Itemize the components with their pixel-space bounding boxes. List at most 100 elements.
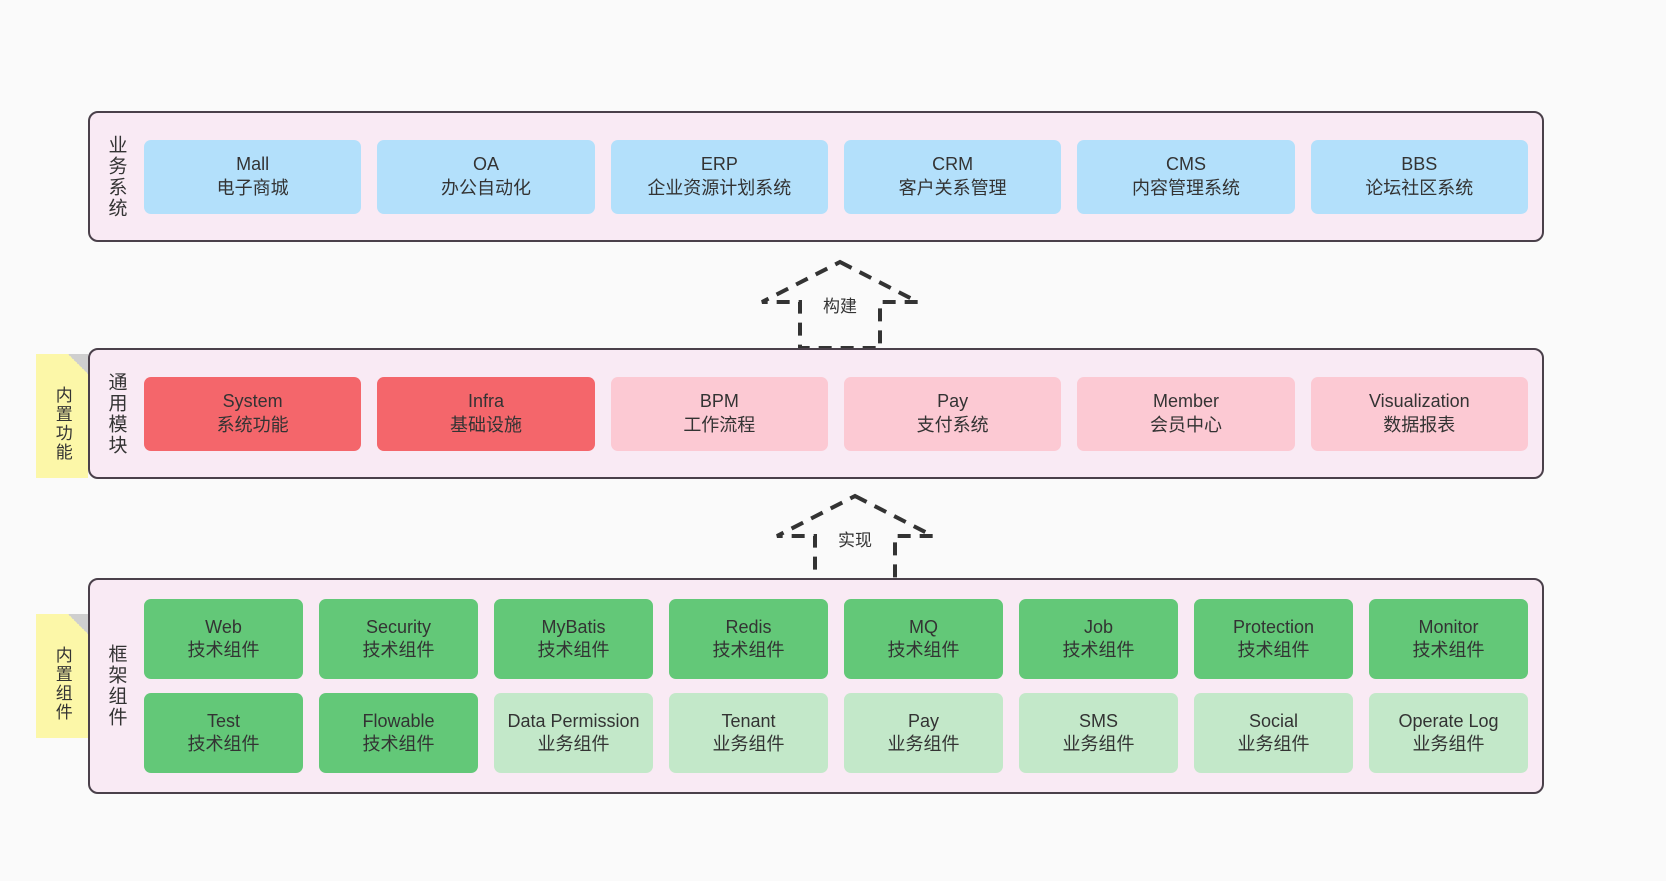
card-title-en: Operate Log [1398, 710, 1499, 731]
card-title-cn: 数据报表 [1383, 414, 1456, 435]
card-protection[interactable]: Protection 技术组件 [1194, 599, 1353, 679]
dashed-hollow-arrow-up-icon [761, 259, 919, 348]
card-pay-business[interactable]: Pay 业务组件 [844, 693, 1003, 773]
card-title-cn: 技术组件 [1062, 640, 1135, 660]
layer-title-common-module: 通用模块 [105, 371, 127, 456]
card-title-cn: 业务组件 [537, 734, 610, 754]
card-title-cn: 技术组件 [187, 640, 260, 660]
card-title-en: ERP [700, 154, 738, 175]
card-erp[interactable]: ERP 企业资源计划系统 [610, 139, 828, 214]
card-visualization[interactable]: Visualization 数据报表 [1310, 376, 1528, 451]
card-cms[interactable]: CMS 内容管理系统 [1077, 139, 1295, 214]
card-title-cn: 业务组件 [1412, 734, 1485, 754]
card-title-cn: 业务组件 [712, 734, 785, 754]
card-title-en: Protection [1232, 616, 1315, 637]
card-mq[interactable]: MQ 技术组件 [844, 599, 1003, 679]
card-title-en: Redis [725, 616, 772, 637]
sticky-note-label: 内置组件 [52, 646, 72, 722]
card-title-en: Social [1248, 710, 1299, 731]
card-title-en: Job [1083, 616, 1114, 637]
card-redis[interactable]: Redis 技术组件 [669, 599, 828, 679]
connector-realize: 实现 [770, 490, 940, 582]
connector-build: 构建 [755, 256, 925, 348]
card-mybatis[interactable]: MyBatis 技术组件 [494, 599, 653, 679]
card-title-en: Pay [907, 710, 940, 731]
card-mall[interactable]: Mall 电子商城 [144, 139, 362, 214]
card-title-en: Security [365, 616, 432, 637]
layer-body-common-module: System 系统功能 Infra 基础设施 BPM 工作流程 Pay 支付系统… [140, 350, 1542, 477]
sticky-note-builtin-component: 内置组件 [36, 614, 88, 738]
card-title-en: MQ [909, 616, 938, 637]
card-title-cn: 内容管理系统 [1131, 177, 1240, 198]
card-title-en: BBS [1401, 154, 1438, 175]
card-title-en: CRM [932, 154, 974, 175]
layer-title-framework-component: 框架组件 [105, 644, 127, 728]
card-member[interactable]: Member 会员中心 [1077, 376, 1295, 451]
card-title-cn: 业务组件 [887, 734, 960, 754]
card-row: Web 技术组件 Security 技术组件 MyBatis 技术组件 Redi… [144, 599, 1528, 679]
card-title-en: Infra [467, 391, 504, 412]
connector-label-build: 构建 [823, 297, 857, 316]
layer-framework-component: 框架组件 Web 技术组件 Security 技术组件 MyBatis 技术组件… [88, 578, 1544, 794]
card-title-en: Tenant [721, 710, 776, 731]
card-title-cn: 业务组件 [1062, 734, 1135, 754]
card-title-cn: 技术组件 [887, 640, 960, 660]
card-web[interactable]: Web 技术组件 [144, 599, 303, 679]
card-pay[interactable]: Pay 支付系统 [843, 376, 1062, 451]
layer-body-framework-component: Web 技术组件 Security 技术组件 MyBatis 技术组件 Redi… [140, 580, 1542, 792]
card-social[interactable]: Social 业务组件 [1194, 693, 1353, 773]
card-title-cn: 会员中心 [1149, 414, 1222, 435]
card-title-cn: 支付系统 [916, 414, 989, 435]
card-title-en: SMS [1078, 710, 1118, 731]
card-title-cn: 技术组件 [1412, 640, 1485, 660]
card-title-en: System [222, 391, 283, 412]
card-row: System 系统功能 Infra 基础设施 BPM 工作流程 Pay 支付系统… [144, 376, 1528, 451]
card-monitor[interactable]: Monitor 技术组件 [1369, 599, 1528, 679]
card-title-cn: 客户关系管理 [898, 177, 1007, 198]
card-title-en: Web [205, 616, 242, 637]
card-bpm[interactable]: BPM 工作流程 [610, 376, 828, 451]
card-bbs[interactable]: BBS 论坛社区系统 [1310, 139, 1528, 214]
card-title-cn: 系统功能 [216, 414, 289, 435]
card-infra[interactable]: Infra 基础设施 [377, 376, 595, 451]
card-title-cn: 技术组件 [362, 734, 435, 754]
layer-body-business-system: Mall 电子商城 OA 办公自动化 ERP 企业资源计划系统 CRM 客户关系… [140, 113, 1542, 240]
card-title-en: CMS [1165, 154, 1206, 175]
card-title-en: MyBatis [541, 616, 606, 637]
card-title-cn: 技术组件 [362, 640, 435, 660]
layer-business-system: 业务系统 Mall 电子商城 OA 办公自动化 ERP 企业资源计划系统 CRM… [88, 111, 1544, 242]
card-title-en: Flowable [362, 710, 435, 731]
card-title-en: OA [472, 154, 499, 175]
card-tenant[interactable]: Tenant 业务组件 [669, 693, 828, 773]
layer-title-business-system: 业务系统 [105, 134, 127, 219]
card-row: Test 技术组件 Flowable 技术组件 Data Permission … [144, 693, 1528, 773]
card-operate-log[interactable]: Operate Log 业务组件 [1369, 693, 1528, 773]
sticky-note-builtin-function: 内置功能 [36, 354, 88, 478]
card-title-cn: 企业资源计划系统 [647, 177, 792, 198]
card-security[interactable]: Security 技术组件 [319, 599, 478, 679]
card-flowable[interactable]: Flowable 技术组件 [319, 693, 478, 773]
card-title-en: Monitor [1418, 616, 1479, 637]
card-title-cn: 技术组件 [187, 734, 260, 754]
card-title-en: BPM [699, 391, 739, 412]
card-title-cn: 技术组件 [1237, 640, 1310, 660]
card-test[interactable]: Test 技术组件 [144, 693, 303, 773]
card-title-en: Test [206, 710, 240, 731]
card-title-cn: 技术组件 [537, 640, 610, 660]
card-row: Mall 电子商城 OA 办公自动化 ERP 企业资源计划系统 CRM 客户关系… [144, 139, 1528, 214]
card-oa[interactable]: OA 办公自动化 [377, 139, 595, 214]
card-data-permission[interactable]: Data Permission 业务组件 [494, 693, 653, 773]
card-title-en: Member [1152, 391, 1219, 412]
connector-label-realize: 实现 [838, 531, 872, 550]
card-job[interactable]: Job 技术组件 [1019, 599, 1178, 679]
card-title-en: Mall [236, 154, 270, 175]
card-title-en: Data Permission [507, 710, 640, 731]
card-title-cn: 电子商城 [216, 177, 289, 198]
card-title-cn: 业务组件 [1237, 734, 1310, 754]
card-title-en: Visualization [1368, 391, 1470, 412]
card-sms[interactable]: SMS 业务组件 [1019, 693, 1178, 773]
card-crm[interactable]: CRM 客户关系管理 [843, 139, 1062, 214]
card-title-cn: 论坛社区系统 [1365, 177, 1474, 198]
card-system[interactable]: System 系统功能 [144, 376, 362, 451]
